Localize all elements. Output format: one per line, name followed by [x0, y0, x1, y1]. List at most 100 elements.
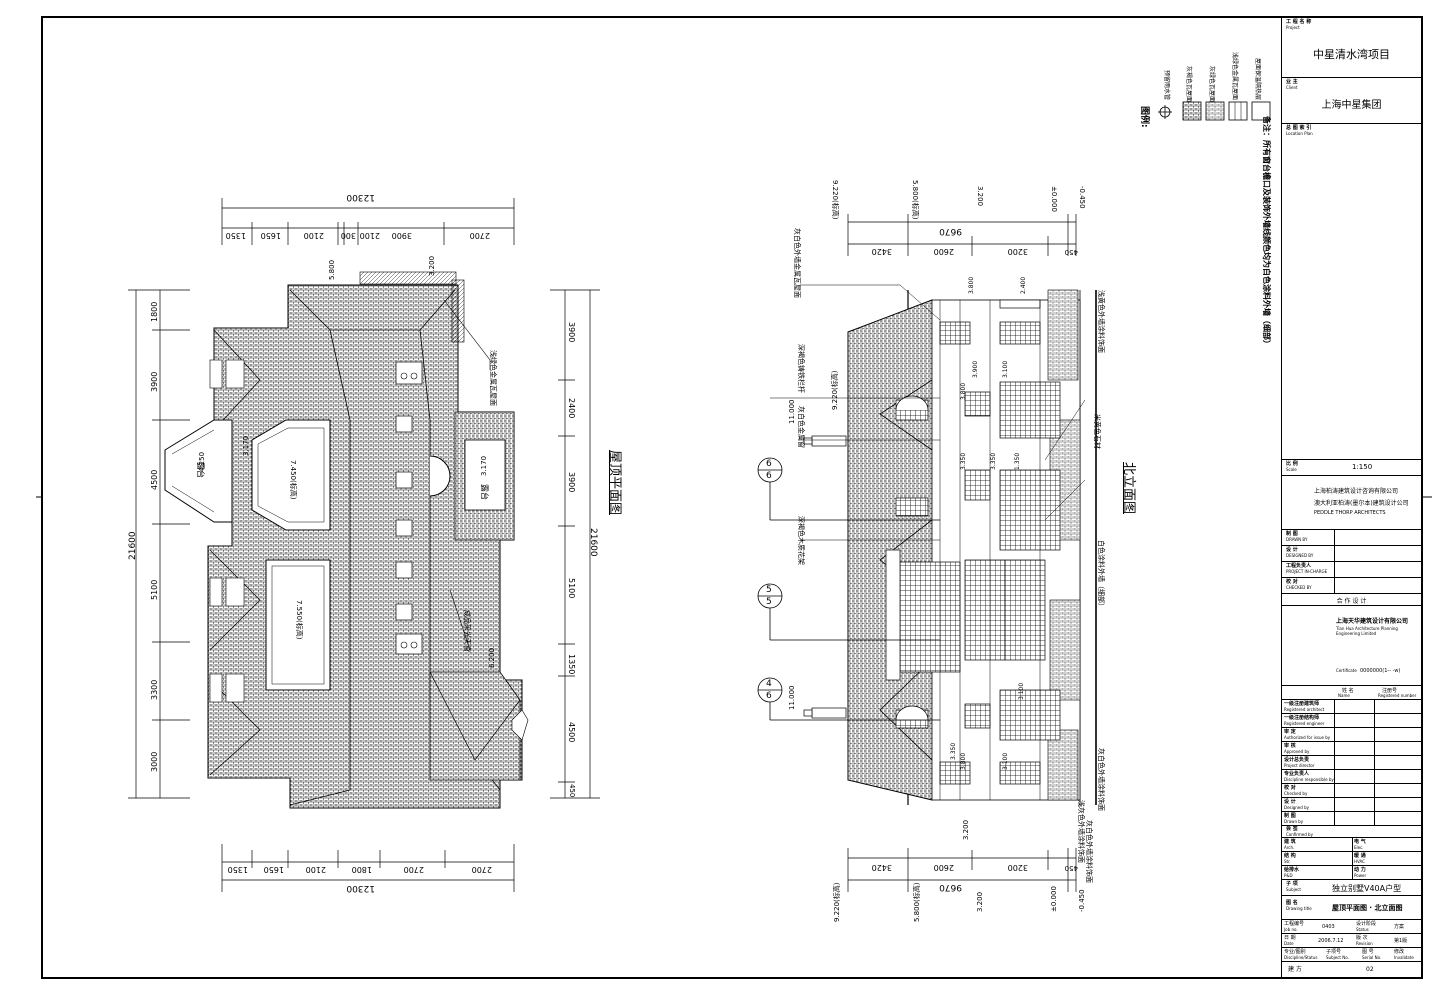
roof-right-dim-3: 3900	[567, 472, 576, 493]
tb-stage-value: 方案	[1394, 924, 1405, 930]
tb-subject-value: 独立别墅V40A户型	[1332, 884, 1402, 893]
tb-serial-label: 图 号	[1362, 949, 1374, 955]
elev-top-dim-4: 450	[1064, 248, 1078, 256]
tb-client-label-en: Client	[1286, 85, 1298, 90]
roof-right-total: 21600	[588, 528, 598, 557]
elev-level-top-3: 3.200	[976, 186, 984, 207]
roof-left-total: 21600	[128, 531, 138, 560]
tb-partner-label: 合 作 设 计	[1336, 598, 1367, 605]
tb-subject-no-label-en: Subject No.	[1326, 955, 1349, 960]
roof-elev-6: 3.200	[428, 255, 436, 276]
tb-sign-row-label: 设计总负责	[1284, 757, 1310, 763]
tb-drawn-label: 制 图	[1286, 531, 1298, 537]
roof-top-dim-1: 1350	[225, 231, 246, 240]
elev-callout-3: 灰白色金属窗	[797, 406, 805, 448]
roof-left-dim-4: 5100	[150, 579, 159, 600]
tb-disc-a-en: Str.	[1284, 859, 1291, 864]
roof-elev-1: 7.450(标高)	[289, 460, 297, 500]
tb-check: 校 对 CHECKED BY	[1282, 578, 1421, 594]
tb-drawing-title-label: 图 名	[1286, 900, 1298, 906]
tb-rev-label-en: Revision	[1356, 941, 1373, 946]
tb-subject-label: 子 项	[1286, 881, 1298, 887]
terrace-2	[464, 439, 506, 511]
tb-drawn-label-en: DRAWN BY	[1286, 537, 1308, 542]
tb-date: 日 期 Date 2006.7.12 版 次 Revision 第1版	[1282, 934, 1421, 948]
roof-left-dim-1: 1800	[150, 301, 159, 322]
terrace-1	[164, 419, 233, 523]
elev-bottom-dim-3: 3200	[1007, 863, 1028, 872]
elev-inner-dim-10: 3.100	[1002, 752, 1009, 770]
roof-top-dim-2: 1650	[260, 231, 281, 240]
tb-job-label-en: Job no.	[1284, 927, 1298, 932]
roof-top-dim-7: 2700	[469, 231, 490, 240]
tb-disc-b: 暖 通	[1354, 853, 1366, 859]
tb-project-label-en: Project	[1286, 25, 1300, 30]
tb-sign-head-name-en: Name	[1338, 693, 1350, 698]
roof-right-dim-7: 450	[568, 784, 576, 798]
elev-bottom-dim-4: 450	[1064, 864, 1078, 872]
tb-disc-b-en: HVAC	[1354, 859, 1365, 864]
tb-project: 工 程 名 称 Project 中星清水湾项目	[1282, 18, 1421, 78]
roof-left-dim-6: 3000	[150, 751, 159, 772]
tb-sign-row-label-en: Project director	[1284, 763, 1315, 768]
elev-inner-dim-2: 3.800	[968, 276, 975, 294]
legend-item-1: 预留雨水管	[1163, 70, 1170, 101]
tb-sign-head-name: 姓 名	[1342, 688, 1354, 694]
roof-elev-2: 7.550(标高)	[295, 600, 303, 640]
grid-marker-3-sub: 6	[766, 691, 772, 701]
tb-sign-head-reg-en: Registered number	[1378, 693, 1417, 698]
tb-bottom-no: 02	[1366, 966, 1374, 973]
roof-right-dim-1: 3900	[567, 322, 576, 343]
tb-confirm: 会 签 Confirmed by	[1282, 826, 1421, 838]
tb-keyplan-label: 总 图 索 引	[1286, 125, 1312, 131]
tb-job: 工程编号 Job no. 0403 设计阶段 Status 方案	[1282, 920, 1421, 934]
tb-firm-cn-1: 上海柏涛建筑设计咨询有限公司	[1314, 488, 1399, 495]
elev-inner-dim-5: 3.800	[960, 382, 967, 400]
tb-thape-logo-text: THAPE	[1288, 652, 1326, 663]
elevation-title: 北立面图	[1121, 462, 1136, 515]
tb-firm-en: PEDDLE THORP ARCHITECTS	[1314, 510, 1386, 516]
tb-sign-row-label: 设 计	[1284, 799, 1296, 805]
tb-serial-values: 建 方 02	[1282, 962, 1421, 977]
tb-scale: 比 例 Scale 1:150	[1282, 460, 1421, 476]
roof-elev-5: 5.800	[328, 259, 336, 280]
tb-sign-row-label: 一级注册建筑师	[1284, 701, 1320, 707]
tb-sign-row-label-en: Authorized for issue by	[1284, 735, 1331, 740]
tb-design-label-en: DESIGNED BY	[1286, 553, 1314, 558]
elev-side-level-1: 11.000	[788, 399, 796, 425]
elev-level-top-4: ±0.000	[1050, 186, 1058, 212]
tb-thape-sub: 天华建筑设计有限公司	[1288, 666, 1328, 671]
tb-design-label: 设 计	[1286, 547, 1298, 553]
tb-drawing-title-value: 屋顶平面图 · 北立面图	[1332, 904, 1403, 912]
elev-top-dim-2: 2600	[933, 247, 954, 256]
tb-rev-value: 第1版	[1394, 938, 1408, 944]
elev-inner-dim-11: 3.350	[950, 742, 957, 760]
tb-scale-value: 1:150	[1352, 463, 1373, 471]
elev-level-bottom-3: 3.200	[976, 891, 984, 912]
tb-invalid-label-en: Invalidate	[1394, 955, 1414, 960]
tb-pic-label-en: PROJECT IN-CHARGE	[1286, 569, 1328, 574]
north-elevation-drawing	[757, 214, 1097, 892]
roof-bottom-dim-3: 2100	[305, 865, 326, 874]
elev-callout-1: 灰白色外墙金属瓦屋面	[793, 228, 801, 298]
elev-top-dim-3: 3200	[1007, 247, 1028, 256]
courtyard-2	[265, 559, 331, 691]
elev-inner-dim-1: 2.400	[1020, 276, 1027, 294]
tb-discipline-label: 专业/图别	[1284, 949, 1306, 955]
tb-scale-label: 比 例	[1286, 461, 1298, 467]
roof-callout-2: 成品采光天窗	[463, 610, 471, 652]
roof-top-dim-3: 2100	[303, 231, 324, 240]
roof-bottom-dim-6: 2700	[471, 865, 492, 874]
tb-sign-row-label-en: Discipline responsible by	[1284, 777, 1334, 782]
tb-client-label: 业 主	[1286, 79, 1298, 85]
tb-subject: 子 项 Subject 独立别墅V40A户型	[1282, 880, 1421, 896]
tb-disc-b: 电 气	[1354, 839, 1366, 845]
tb-confirm-label: 会 签	[1286, 826, 1298, 832]
tb-drawing-title: 图 名 Drawing title 屋顶平面图 · 北立面图	[1282, 896, 1421, 920]
